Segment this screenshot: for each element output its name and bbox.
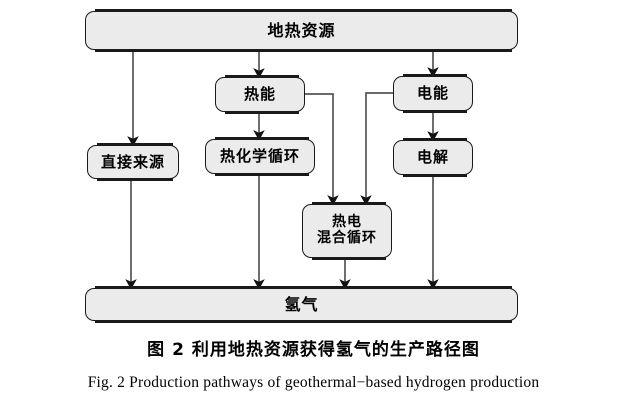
node-electric-energy[interactable]: 电能 [393, 74, 473, 113]
node-geothermal[interactable]: 地热资源 [85, 9, 518, 52]
figure-caption-english: Fig. 2 Production pathways of geothermal… [87, 374, 540, 391]
node-electrolysis[interactable]: 电解 [393, 138, 473, 177]
node-hybrid-cycle[interactable]: 热电 混合循环 [302, 202, 392, 260]
node-geothermal-label: 地热资源 [267, 20, 336, 40]
node-thermochemical-cycle[interactable]: 热化学循环 [205, 137, 315, 176]
node-direct-source[interactable]: 直接来源 [87, 143, 179, 181]
edge-electric-to-hybrid [360, 92, 393, 206]
node-thermal-energy[interactable]: 热能 [215, 75, 305, 114]
node-hybrid-cycle-label: 热电 混合循环 [317, 214, 377, 246]
node-direct-source-label: 直接来源 [100, 152, 165, 171]
node-hydrogen-label: 氢气 [284, 294, 319, 314]
figure-caption-chinese: 图 2 利用地热资源获得氢气的生产路径图 [147, 340, 480, 360]
node-thermal-energy-label: 热能 [243, 85, 276, 104]
edge-thermal-to-hybrid [305, 93, 339, 206]
node-electric-energy-label: 电能 [416, 84, 449, 103]
node-thermochemical-cycle-label: 热化学循环 [219, 147, 300, 166]
node-electrolysis-label: 电解 [416, 148, 449, 167]
node-hydrogen[interactable]: 氢气 [85, 286, 518, 323]
